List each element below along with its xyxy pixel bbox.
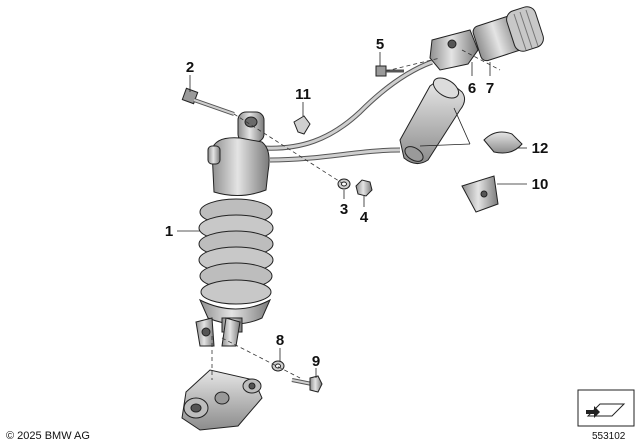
callout-9: 9 xyxy=(312,353,320,370)
copyright-text: © 2025 BMW AG xyxy=(6,430,90,442)
callout-10: 10 xyxy=(532,176,549,193)
spring xyxy=(198,198,274,305)
bolt-lower xyxy=(291,375,323,393)
callout-8: 8 xyxy=(276,332,284,349)
mounting-bracket xyxy=(461,175,499,213)
clip-11 xyxy=(293,115,311,135)
callout-12: 12 xyxy=(532,140,549,157)
callout-7: 7 xyxy=(486,80,494,97)
leader-lines xyxy=(177,52,527,378)
callout-6: 6 xyxy=(468,80,476,97)
callout-5: 5 xyxy=(376,36,384,53)
callouts: 1 2 3 4 5 6 7 8 9 10 11 12 xyxy=(165,36,549,370)
callout-4: 4 xyxy=(360,209,369,226)
bolt-upper xyxy=(181,87,235,116)
callout-11: 11 xyxy=(295,86,311,103)
diagram-symbol-box xyxy=(577,389,635,427)
assembly-lines xyxy=(211,49,501,380)
nut-upper xyxy=(355,179,373,197)
washer-upper xyxy=(337,178,351,190)
callout-2: 2 xyxy=(186,59,194,76)
washer-lower xyxy=(271,360,285,372)
reservoir xyxy=(399,77,466,164)
callout-3: 3 xyxy=(340,201,348,218)
callout-1: 1 xyxy=(165,223,173,240)
bracket-plate xyxy=(483,131,523,154)
shock-absorber xyxy=(195,59,433,347)
preload-adjuster xyxy=(429,6,544,71)
lower-linkage xyxy=(181,369,263,431)
diagram-number: 553102 xyxy=(592,431,626,442)
